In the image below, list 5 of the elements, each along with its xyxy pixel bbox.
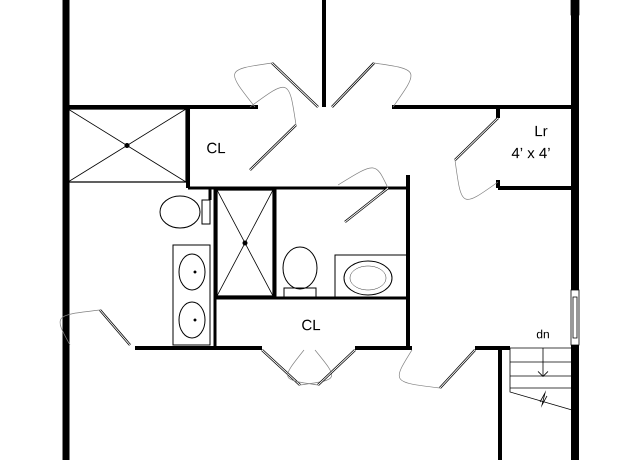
dimension-label: 4’ x 4’ [512,148,550,158]
room-label: CL [302,320,320,330]
stair-label: dn [536,330,549,338]
room-label: CL [207,142,226,154]
room-label: Lr [536,126,548,136]
